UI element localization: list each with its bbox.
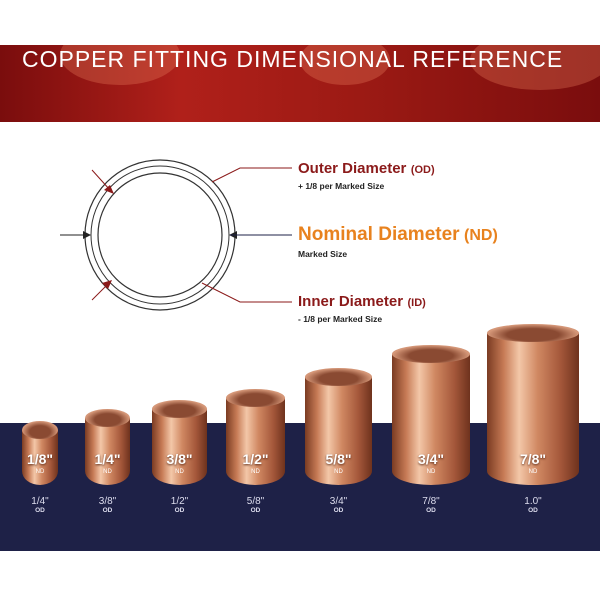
- nd-label: ND: [334, 469, 343, 475]
- header-banner: [0, 45, 600, 122]
- copper-fitting: 1/4" ND: [85, 409, 130, 485]
- legend-note: - 1/8 per Marked Size: [298, 314, 383, 324]
- legend-name: Nominal Diameter: [298, 224, 460, 245]
- pipe-cross-section-diagram: [60, 159, 292, 311]
- nominal-size: 1/2": [242, 451, 269, 467]
- outer-diameter-label: 1/2"OD: [150, 496, 210, 514]
- od-value: 3/8": [98, 496, 117, 507]
- nominal-size: 1/8": [26, 451, 54, 467]
- nd-label: ND: [175, 469, 184, 475]
- copper-fitting: 5/8" ND: [305, 368, 372, 485]
- copper-fitting: 3/4" ND: [392, 345, 470, 485]
- outer-diameter-label: 1.0"OD: [503, 496, 563, 514]
- nominal-size: 5/8": [325, 451, 352, 467]
- nominal-size: 7/8": [519, 451, 547, 467]
- page-title: COPPER FITTING DIMENSIONAL REFERENCE: [22, 46, 564, 72]
- nominal-size: 1/4": [94, 451, 121, 467]
- legend-name: Inner Diameter: [298, 293, 404, 310]
- legend-abbr: (ID): [407, 297, 426, 309]
- od-value: 5/8": [246, 496, 265, 507]
- nominal-size: 3/8": [166, 451, 193, 467]
- legend-note: Marked Size: [298, 249, 348, 259]
- fitting-opening: [487, 324, 579, 342]
- od-value: 1/2": [170, 496, 189, 507]
- nd-label: ND: [103, 469, 112, 475]
- od-label: OD: [35, 507, 45, 514]
- copper-fitting: 1/2" ND: [226, 389, 285, 485]
- fitting-opening: [85, 409, 130, 427]
- outer-diameter-label: 1/4"OD: [10, 496, 70, 514]
- outer-diameter-label: 5/8"OD: [226, 496, 286, 514]
- nd-label: ND: [35, 469, 45, 475]
- od-label: OD: [102, 507, 113, 514]
- od-label: OD: [333, 507, 344, 514]
- legend-outer-diameter: Outer Diameter (OD) + 1/8 per Marked Siz…: [298, 160, 435, 191]
- outer-diameter-label: 3/4"OD: [309, 496, 369, 514]
- od-label: OD: [426, 507, 436, 514]
- fitting-opening: [305, 368, 372, 386]
- fitting-opening: [152, 400, 207, 418]
- outer-diameter-label: 3/8"OD: [78, 496, 138, 514]
- od-label: OD: [174, 507, 185, 514]
- legend-inner-diameter: Inner Diameter (ID) - 1/8 per Marked Siz…: [298, 293, 426, 324]
- od-value: 1/4": [31, 496, 49, 507]
- fitting-opening: [392, 345, 470, 363]
- legend-name: Outer Diameter: [298, 160, 407, 177]
- legend-nominal-diameter: Nominal Diameter (ND) Marked Size: [298, 224, 498, 259]
- od-value: 1.0": [524, 496, 542, 507]
- outer-diameter-label: 7/8"OD: [401, 496, 461, 514]
- copper-fitting: 7/8" ND: [487, 324, 579, 485]
- nominal-size: 3/4": [417, 451, 445, 467]
- legend-abbr: (OD): [410, 164, 435, 176]
- legend-note: + 1/8 per Marked Size: [298, 181, 385, 191]
- od-label: OD: [528, 507, 538, 514]
- legend-abbr: (ND): [464, 227, 498, 244]
- copper-fitting: 1/8" ND: [22, 421, 58, 485]
- nd-label: ND: [528, 469, 538, 475]
- copper-fitting: 3/8" ND: [152, 400, 207, 485]
- nd-label: ND: [251, 469, 260, 475]
- fitting-opening: [22, 421, 58, 439]
- fitting-opening: [226, 389, 285, 407]
- od-value: 7/8": [422, 496, 440, 507]
- nd-label: ND: [426, 469, 436, 475]
- od-value: 3/4": [329, 496, 348, 507]
- od-label: OD: [250, 507, 261, 514]
